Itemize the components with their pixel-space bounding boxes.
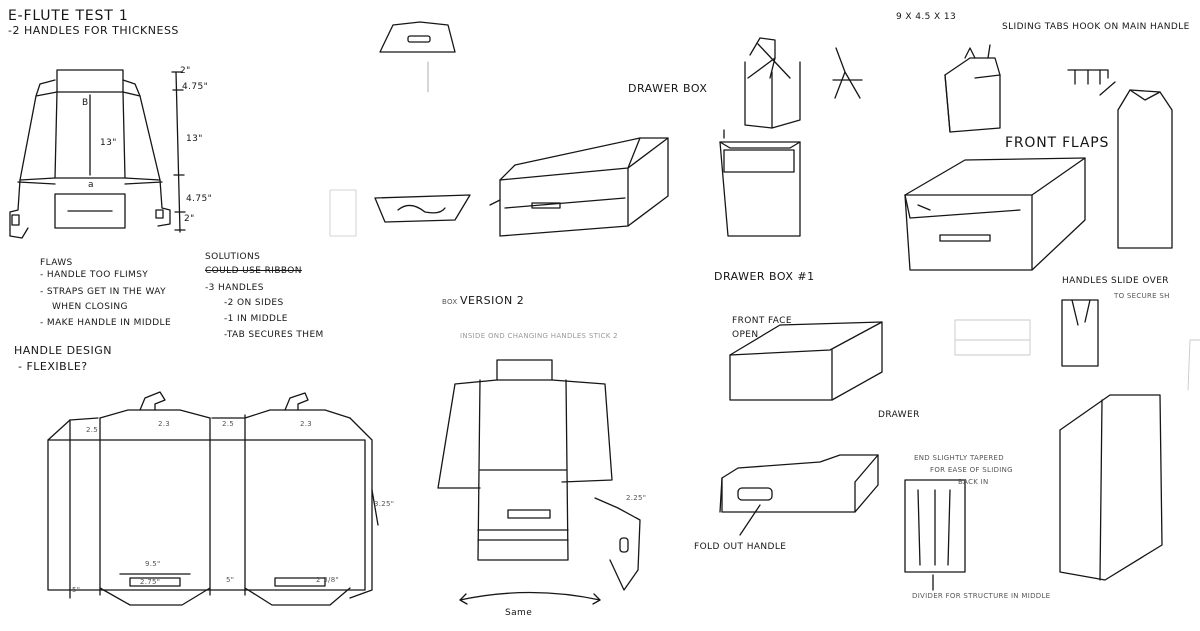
- net-dim-275: 2.75": [140, 578, 161, 586]
- end-tapered-1: END SLIGHTLY TAPERED: [914, 454, 1004, 462]
- dim-13-inner: 13": [100, 138, 117, 148]
- flaw-3: - MAKE HANDLE IN MIDDLE: [40, 318, 172, 328]
- sliding-tabs-note: SLIDING TABS HOOK ON MAIN HANDLE: [1002, 22, 1190, 32]
- end-tapered-2: FOR EASE OF SLIDING: [930, 466, 1013, 474]
- version2-dim: 2.25": [626, 494, 647, 502]
- dim-2-bottom: 2": [184, 214, 195, 224]
- version2-same: Same: [505, 608, 533, 618]
- front-flaps-box: [905, 158, 1085, 270]
- drawer-box-sketch: [490, 38, 862, 236]
- version2-note: INSIDE OND CHANGING HANDLES STICK 2: [460, 332, 618, 340]
- flaw-2b: WHEN CLOSING: [52, 302, 128, 312]
- net-dim-23-b: 2.3: [300, 420, 313, 428]
- front-face-a: FRONT FACE: [732, 316, 792, 326]
- flaw-2a: - STRAPS GET IN THE WAY: [40, 287, 167, 297]
- dim-475-top: 4.75": [182, 82, 209, 92]
- eflute-subtitle: -2 HANDLES FOR THICKNESS: [8, 24, 179, 37]
- net-dim-238: 2 3/8": [316, 576, 339, 584]
- handle-design-sub: - FLEXIBLE?: [18, 360, 88, 373]
- fold-out-handle: FOLD OUT HANDLE: [694, 542, 787, 552]
- dim-b: B: [82, 98, 89, 108]
- net-dim-25-a: 2.5: [86, 426, 99, 434]
- flaw-1: - HANDLE TOO FLIMSY: [40, 270, 149, 280]
- handle-design-net: [48, 392, 378, 605]
- dim-13: 13": [186, 134, 203, 144]
- dim-2-top: 2": [180, 66, 191, 76]
- handle-sketch-top: [380, 22, 455, 92]
- solution-3: -2 ON SIDES: [224, 298, 284, 308]
- handle-sketch-bowl: [330, 190, 470, 236]
- net-dim-325: 3.25": [374, 500, 395, 508]
- solution-2: -3 HANDLES: [205, 283, 264, 293]
- handles-slide-2: TO SECURE SH: [1114, 292, 1170, 300]
- end-tapered-3: BACK IN: [958, 478, 989, 486]
- dims-9x45x13: 9 x 4.5 x 13: [896, 12, 957, 22]
- sliding-tab-box: [945, 45, 1172, 248]
- drawer-box-top-label: DRAWER BOX: [628, 82, 708, 95]
- net-dim-95: 9.5": [145, 560, 161, 568]
- version2-box-net: [438, 360, 640, 604]
- divider-note: DIVIDER FOR STRUCTURE IN MIDDLE: [912, 592, 1051, 600]
- eflute-box-net: [10, 70, 185, 238]
- flaws-title: FLAWS: [40, 258, 73, 268]
- solutions-title: SOLUTIONS: [205, 252, 261, 262]
- drawer-label: DRAWER: [878, 410, 920, 420]
- handle-design-title: HANDLE DESIGN: [14, 344, 112, 357]
- net-dim-25-b: 2.5: [222, 420, 235, 428]
- net-dim-5-mid: 5": [226, 576, 235, 584]
- eflute-title: E-FLUTE TEST 1: [8, 8, 129, 24]
- solution-1-struck: COULD USE RIBBON: [205, 266, 302, 276]
- front-flaps-label: FRONT FLAPS: [1005, 135, 1110, 151]
- dim-475-bottom: 4.75": [186, 194, 213, 204]
- dim-a: a: [88, 180, 94, 190]
- net-dim-5-left: 5": [72, 586, 81, 594]
- drawer-box-1-sketch: [720, 322, 965, 590]
- handles-slide-box: [955, 300, 1200, 580]
- handles-slide-1: HANDLES SLIDE OVER: [1062, 276, 1169, 286]
- solution-5: -TAB SECURES THEM: [224, 330, 324, 340]
- net-dim-23-a: 2.3: [158, 420, 171, 428]
- front-face-b: OPEN: [732, 330, 759, 340]
- version2-prefix: BOX: [442, 298, 458, 306]
- version2-title: VERSION 2: [460, 294, 525, 307]
- drawer-box-1-label: DRAWER BOX #1: [714, 270, 815, 283]
- solution-4: -1 IN MIDDLE: [224, 314, 288, 324]
